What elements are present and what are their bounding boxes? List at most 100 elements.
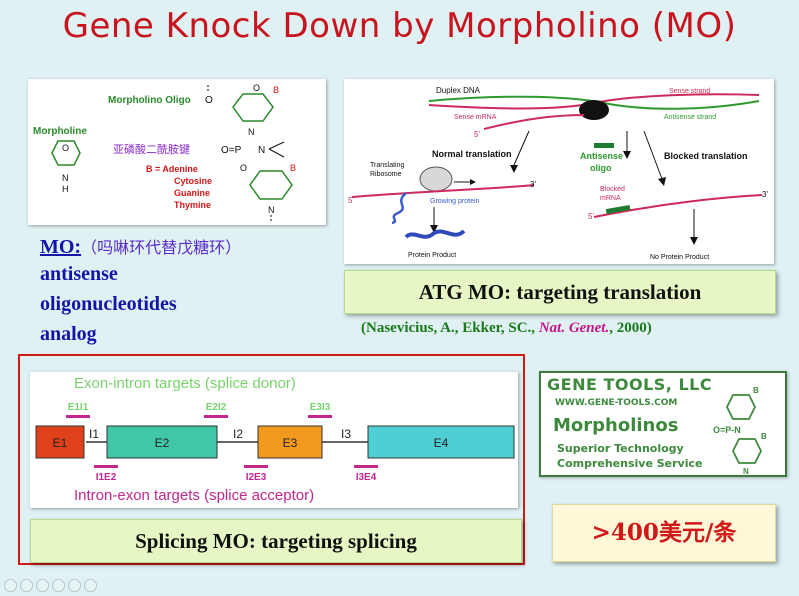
mrna-blocked xyxy=(593,194,763,218)
citation-journal: Nat. Genet. xyxy=(538,320,610,336)
arrowhead xyxy=(658,177,666,186)
three-prime-left: 3' xyxy=(530,180,536,189)
acceptor-title: Intron-exon targets (splice acceptor) xyxy=(74,487,314,504)
target-bar xyxy=(244,465,268,468)
mo-line-2: oligonucleotides xyxy=(40,293,177,315)
intron-i3-label: I3 xyxy=(341,427,351,441)
target-bar xyxy=(66,415,90,418)
gene-tools-name: GENE TOOLS, LLC xyxy=(547,375,713,394)
intron-i1-label: I1 xyxy=(89,427,99,441)
blocked-translation-label: Blocked translation xyxy=(664,151,748,161)
nitrogen-atom: N xyxy=(268,205,275,215)
exon-e2 xyxy=(106,425,218,459)
oxygen-atom: O xyxy=(240,163,247,173)
morpholino-oligo-label: Morpholino Oligo xyxy=(108,95,191,106)
intron-i2-label: I2 xyxy=(233,427,243,441)
price-box: >400美元/条 xyxy=(552,504,776,562)
nav-more-icon[interactable] xyxy=(84,579,97,592)
mo-line-3: analog xyxy=(40,323,97,345)
arrowhead xyxy=(470,179,476,185)
morpholine-ring-upper xyxy=(232,93,274,122)
linkage-cn-label: 亚磷酸二酰胺键 xyxy=(113,142,190,156)
growing-protein-chain xyxy=(391,192,407,225)
morpholine-label: Morpholine xyxy=(33,126,87,137)
splicing-section xyxy=(18,354,525,565)
methyl-group xyxy=(268,148,285,158)
gene-tools-url: WWW.GENE-TOOLS.COM xyxy=(555,398,678,408)
nav-pen-icon[interactable] xyxy=(36,579,49,592)
five-prime-top: 5' xyxy=(474,130,480,139)
antisense-oligo-label-2: oligo xyxy=(590,163,612,173)
protein-product-label: Protein Product xyxy=(408,252,456,259)
translating-ribosome-label-1: Translating xyxy=(370,162,404,169)
slide-title: Gene Knock Down by Morpholino (MO) xyxy=(62,6,737,46)
logo-nitrogen: N xyxy=(743,467,749,475)
morpholino-structure-svg: Morpholine O N H Morpholino Oligo O O B … xyxy=(33,83,296,222)
morpholine-ring-lower xyxy=(249,170,293,200)
oxygen-atom: O xyxy=(62,143,69,153)
oxygen-atom: O=P xyxy=(221,145,242,156)
morpholino-structure-panel: Morpholine O N H Morpholino Oligo O O B … xyxy=(28,79,326,225)
mrna-strand-top xyxy=(483,114,585,130)
polymerase-blob xyxy=(579,100,609,120)
splicing-diagram-panel: Exon-intron targets (splice donor) E1 E2… xyxy=(30,372,518,508)
arrow-normal xyxy=(513,130,530,166)
gene-tools-tag-2: Comprehensive Service xyxy=(557,457,703,470)
arrowhead xyxy=(623,151,631,159)
ribosome-icon xyxy=(419,166,453,192)
nav-zoom-icon[interactable] xyxy=(68,579,81,592)
hydrogen-label: H xyxy=(62,184,69,194)
arrowhead xyxy=(430,225,438,233)
nav-menu-icon[interactable] xyxy=(52,579,65,592)
base-label: B xyxy=(290,163,296,173)
nav-prev-icon[interactable] xyxy=(4,579,17,592)
logo-ring-upper xyxy=(725,394,757,420)
arrowhead xyxy=(690,237,698,245)
splicing-diagram-svg: Exon-intron targets (splice donor) E1 E2… xyxy=(35,375,515,504)
acceptor-target-i2e3: I2E3 xyxy=(246,472,267,483)
sense-mrna-label: Sense mRNA xyxy=(454,114,497,121)
exon-e3-label: E3 xyxy=(283,436,298,450)
arrow-blocked xyxy=(643,130,663,180)
normal-translation-label: Normal translation xyxy=(432,149,512,159)
nav-next-icon[interactable] xyxy=(20,579,33,592)
three-prime-right: 3' xyxy=(762,190,768,199)
target-bar xyxy=(94,465,118,468)
mo-line-1: antisense xyxy=(40,263,118,285)
antisense-oligo-bar xyxy=(594,143,614,148)
citation-authors: (Nasevicius, A., Ekker, SC., xyxy=(361,320,539,336)
amine-label: N xyxy=(62,173,69,183)
acceptor-target-i3e4: I3E4 xyxy=(356,472,377,483)
blocked-mrna-label-2: mRNA xyxy=(600,195,621,202)
translation-diagram-panel: Duplex DNA Sense strand Antisense strand… xyxy=(344,79,774,264)
logo-base: B xyxy=(753,386,759,395)
logo-ring-lower xyxy=(731,438,763,464)
slide-nav-controls[interactable] xyxy=(4,577,100,596)
target-bar xyxy=(204,415,228,418)
donor-title: Exon-intron targets (splice donor) xyxy=(74,375,296,392)
exon-e2-label: E2 xyxy=(155,436,170,450)
bound-antisense-oligo xyxy=(605,204,631,215)
target-bar xyxy=(308,415,332,418)
splicing-mo-label: Splicing MO: targeting splicing xyxy=(30,519,522,563)
methyl-group xyxy=(268,141,285,150)
exon-e1 xyxy=(35,425,85,459)
translating-ribosome-label-2: Ribosome xyxy=(370,171,402,178)
acceptor-target-i1e2: I1E2 xyxy=(96,472,117,483)
atg-mo-label: ATG MO: targeting translation xyxy=(344,270,776,314)
mrna-normal xyxy=(351,184,535,198)
oxygen-atom: O xyxy=(205,95,213,106)
nitrogen-atom: N xyxy=(248,127,255,137)
five-prime-right: 5' xyxy=(588,212,594,221)
exon-e1-label: E1 xyxy=(53,436,68,450)
sense-strand-label: Sense strand xyxy=(669,88,710,95)
no-protein-product-label: No Protein Product xyxy=(650,254,709,261)
translation-diagram-svg: Duplex DNA Sense strand Antisense strand… xyxy=(348,86,768,261)
base-label: B xyxy=(273,85,279,95)
donor-target-e1i1: E1I1 xyxy=(68,402,89,413)
gene-tools-product: Morpholinos xyxy=(553,415,679,436)
citation-year: , 2000) xyxy=(609,320,652,336)
protein-product-icon xyxy=(404,229,466,239)
five-prime-left: 5' xyxy=(348,196,354,205)
logo-phosphorus: O=P-N xyxy=(713,425,741,435)
